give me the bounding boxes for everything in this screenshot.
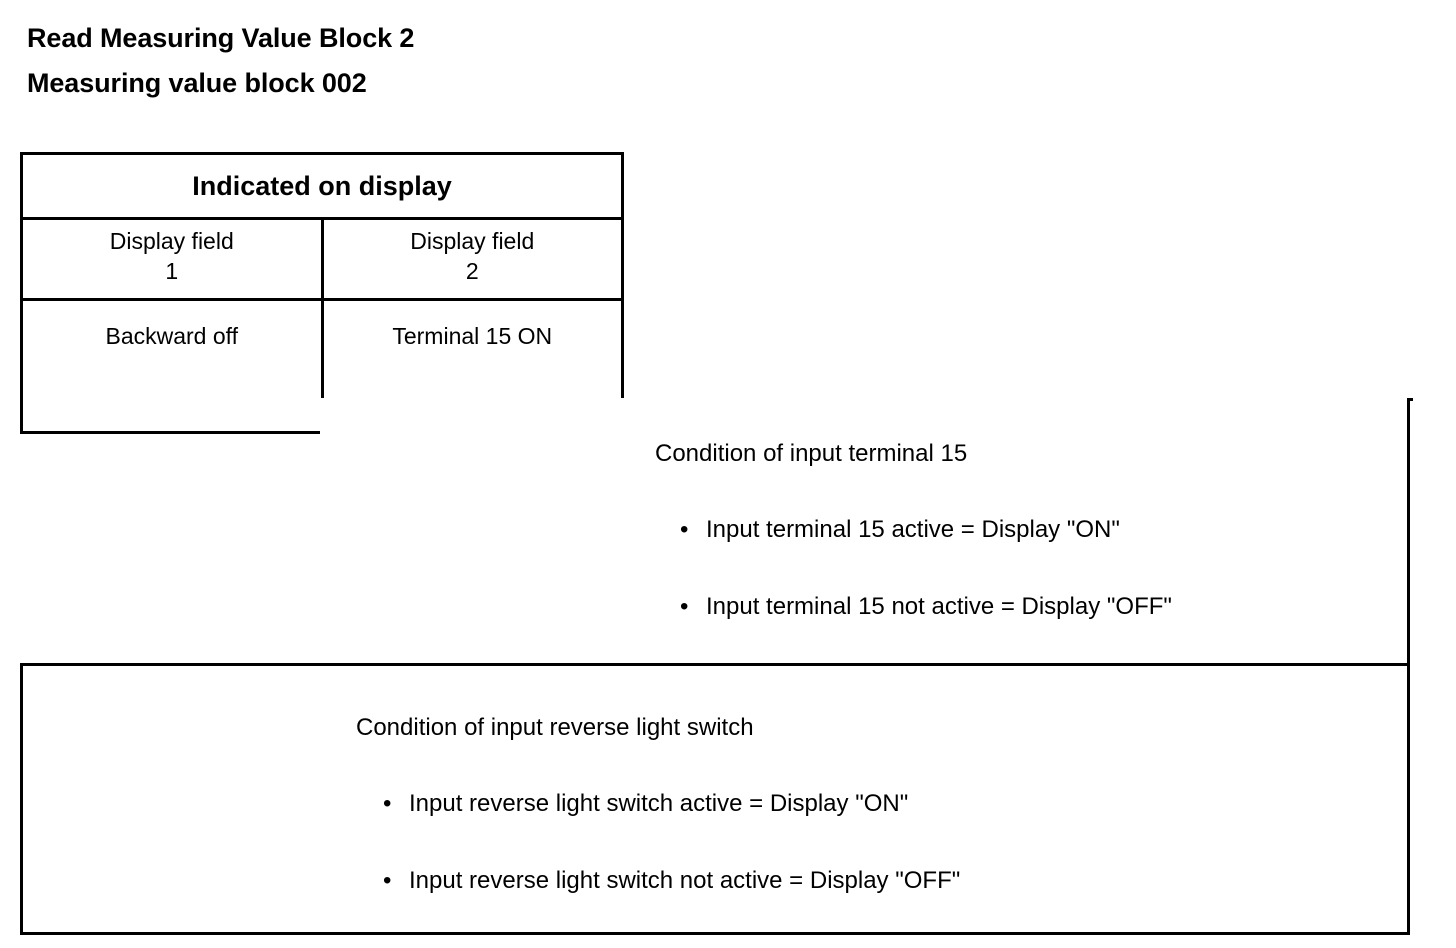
terminal-15-bullet-text: Input terminal 15 not active = Display "… <box>706 593 1172 620</box>
page-title-secondary: Measuring value block 002 <box>27 68 367 98</box>
reverse-light-switch-bullet-text: Input reverse light switch active = Disp… <box>409 790 909 817</box>
reverse-light-switch-bullet-item: • Input reverse light switch not active … <box>383 867 960 895</box>
reverse-light-switch-heading: Condition of input reverse light switch <box>356 714 754 741</box>
column-header-display-field-1: Display field 1 <box>20 217 324 301</box>
reverse-light-switch-bullet-text: Input reverse light switch not active = … <box>409 867 961 894</box>
terminal-15-heading: Condition of input terminal 15 <box>655 440 968 467</box>
indicated-on-display-table: Indicated on display Display field 1 Dis… <box>20 152 624 434</box>
table-header-merged-row: Indicated on display <box>20 152 624 220</box>
terminal-15-bullet-item: • Input terminal 15 not active = Display… <box>680 593 1172 621</box>
terminal-15-description-box: Condition of input terminal 15 • Input t… <box>320 398 1410 663</box>
column-header-label-1: Display field <box>109 228 234 254</box>
document-title-block: Read Measuring Value Block 2 Measuring v… <box>27 16 927 106</box>
bullet-icon: • <box>383 867 392 894</box>
column-header-display-field-2: Display field 2 <box>320 217 624 301</box>
terminal-15-bullet-item: • Input terminal 15 active = Display "ON… <box>680 516 1120 544</box>
terminal-15-bullet-text: Input terminal 15 active = Display "ON" <box>706 516 1120 543</box>
bullet-icon: • <box>680 516 689 543</box>
table-row: Backward off Terminal 15 ON <box>20 298 624 434</box>
reverse-light-switch-bullet-item: • Input reverse light switch active = Di… <box>383 790 908 818</box>
table-column-header-row: Display field 1 Display field 2 <box>20 217 624 301</box>
column-header-number-1: 1 <box>165 258 179 284</box>
reverse-light-switch-description-box: Condition of input reverse light switch … <box>20 663 1410 935</box>
column-header-label-2: Display field <box>410 228 535 254</box>
column-header-number-2: 2 <box>465 258 479 284</box>
bullet-icon: • <box>383 790 392 817</box>
table-merged-header-cell: Indicated on display <box>20 152 624 220</box>
bullet-icon: • <box>680 593 689 620</box>
cell-display-field-1-value: Backward off <box>20 298 324 434</box>
page-title-primary: Read Measuring Value Block 2 <box>27 23 415 53</box>
